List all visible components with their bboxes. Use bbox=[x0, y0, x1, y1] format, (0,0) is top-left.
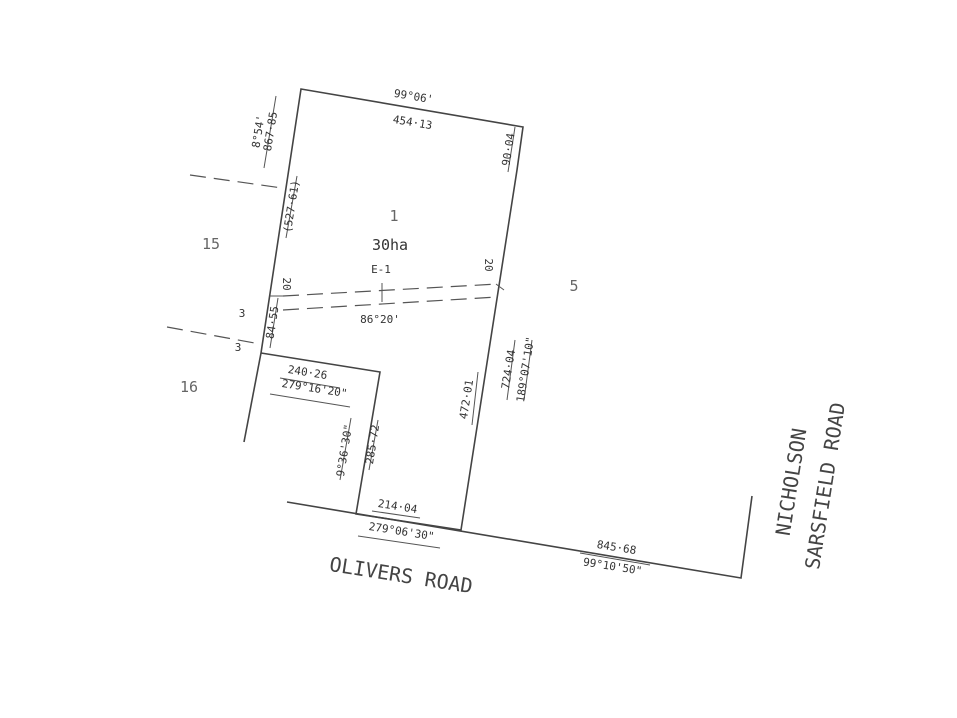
lot-divider-15 bbox=[189, 174, 283, 189]
easement-line-bottom bbox=[282, 296, 498, 311]
road-boundary bbox=[286, 495, 753, 579]
lot-divider-16 bbox=[166, 326, 261, 345]
lot-label-15: 15 bbox=[202, 235, 220, 253]
easement-line-top bbox=[282, 283, 499, 297]
lot-number: 1 bbox=[389, 207, 398, 225]
road-name-olivers: OLIVERS ROAD bbox=[328, 552, 474, 598]
offset-a: 3 bbox=[239, 307, 246, 320]
easement-label: E-1 bbox=[371, 263, 391, 276]
top-length: 454·13 bbox=[392, 113, 433, 132]
easement-width-right: 20 bbox=[482, 258, 495, 271]
lot-label-5: 5 bbox=[569, 277, 578, 295]
offset-b: 3 bbox=[235, 341, 242, 354]
lot-boundary bbox=[260, 88, 524, 531]
top-bearing: 99°06' bbox=[393, 87, 434, 106]
road-name-nicholson: NICHOLSON bbox=[771, 427, 812, 538]
notch-top-bearing: 279°16'20" bbox=[281, 377, 348, 400]
easement-tick-right bbox=[495, 283, 505, 291]
front-bearing: 279°06'30" bbox=[368, 520, 435, 543]
left-length: 867·85 bbox=[261, 111, 280, 152]
front-length: 214·04 bbox=[377, 497, 419, 516]
notch-side-length: 285·72 bbox=[363, 424, 382, 465]
easement-width-left: 20 bbox=[280, 277, 293, 290]
road-name-sarsfield: SARSFIELD ROAD bbox=[800, 401, 850, 571]
right-bearing: 189°07'10" bbox=[514, 336, 537, 403]
road-length: 845·68 bbox=[596, 538, 637, 557]
left-bearing: 8°54' bbox=[250, 114, 268, 149]
notch-top-length: 240·26 bbox=[287, 363, 328, 382]
right-lower-length: 472·01 bbox=[457, 379, 476, 420]
dimension-underlines bbox=[263, 95, 651, 566]
left-part-length: (527·61) bbox=[281, 179, 302, 233]
left-lower-length: 84·55 bbox=[264, 305, 282, 340]
lot-area: 30ha bbox=[372, 236, 408, 254]
right-length: 724·04 bbox=[499, 348, 518, 390]
notch-side-bearing: 9°36'30" bbox=[334, 423, 355, 477]
lot-label-16: 16 bbox=[180, 378, 198, 396]
easement-bearing: 86°20' bbox=[360, 313, 400, 326]
right-top-length: 90·04 bbox=[500, 132, 518, 167]
left-boundary-extension bbox=[243, 352, 262, 443]
